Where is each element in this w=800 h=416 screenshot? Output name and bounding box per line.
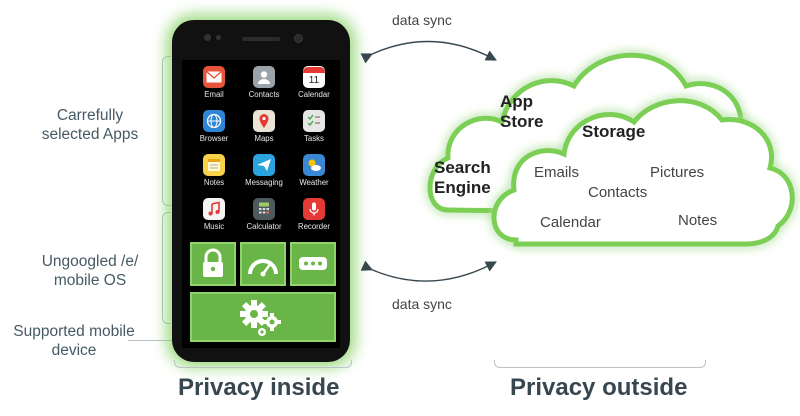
app-recorder[interactable]: Recorder: [292, 198, 336, 231]
device-label: Supported mobile device: [4, 322, 144, 360]
app-label: Recorder: [297, 222, 331, 231]
phone-top-bezel: [172, 20, 350, 58]
top-sync-arrow: [360, 40, 497, 64]
inside-underbrace: [174, 360, 352, 368]
apps-brace: [162, 56, 171, 206]
privacy-inside-text: Privacy inside: [178, 374, 340, 401]
calculator-icon: [253, 198, 275, 220]
emails-text: Emails: [534, 164, 580, 181]
bottom-sync-label: data sync: [392, 296, 452, 312]
search-engine-text: Search Engine: [434, 158, 491, 197]
app-maps[interactable]: Maps: [242, 110, 286, 143]
app-tasks[interactable]: Tasks: [292, 110, 336, 143]
search-engine-label: Search Engine: [434, 158, 498, 198]
calendar-label: Calendar: [540, 214, 601, 231]
outside-underbrace: [494, 360, 706, 368]
globe-icon: [203, 110, 225, 132]
lock-tile[interactable]: [190, 242, 236, 286]
os-brace: [162, 212, 171, 324]
bottom-sync-text: data sync: [392, 296, 452, 312]
weather-icon: [303, 154, 325, 176]
app-label: Browser: [199, 134, 229, 143]
app-label: Calendar: [298, 90, 330, 99]
bottom-sync-arrow: [360, 260, 497, 282]
music-note-icon: [203, 198, 225, 220]
app-store-text: App Store: [500, 92, 544, 131]
app-messaging[interactable]: Messaging: [242, 154, 286, 187]
email-icon: [203, 66, 225, 88]
padlock-icon: [203, 248, 223, 277]
storage-label: Storage: [582, 122, 645, 142]
apps-label-text: Carrefully selected Apps: [41, 107, 139, 143]
app-contacts[interactable]: Contacts: [242, 66, 286, 99]
app-weather[interactable]: Weather: [292, 154, 336, 187]
front-cloud: [491, 98, 795, 247]
app-label: Calculator: [246, 222, 282, 231]
privacy-inside-title: Privacy inside: [178, 374, 339, 402]
contacts-text: Contacts: [588, 184, 648, 201]
app-store-label: App Store: [500, 92, 550, 132]
checklist-icon: [303, 110, 325, 132]
storage-text: Storage: [582, 122, 646, 141]
privacy-outside-text: Privacy outside: [510, 374, 688, 401]
app-email[interactable]: Email: [192, 66, 236, 99]
cloud-group: App Store Search Engine Storage Emails P…: [418, 40, 800, 270]
front-camera-icon: [204, 34, 211, 41]
app-browser[interactable]: Browser: [192, 110, 236, 143]
device-pointer-line: [128, 340, 174, 341]
map-pin-icon: [253, 110, 275, 132]
top-sync-text: data sync: [392, 12, 452, 28]
app-label: Maps: [254, 134, 274, 143]
os-label-text: Ungoogled /e/ mobile OS: [41, 253, 139, 289]
microphone-icon: [303, 198, 325, 220]
calendar-text: Calendar: [540, 214, 601, 231]
notes-icon: [203, 154, 225, 176]
app-calculator[interactable]: Calculator: [242, 198, 286, 231]
app-label: Messaging: [245, 178, 283, 187]
os-label: Ungoogled /e/ mobile OS: [30, 252, 150, 290]
selfie-camera-icon: [294, 34, 303, 43]
speed-gauge-icon: [248, 259, 278, 277]
contacts-icon: [253, 66, 275, 88]
app-label: Tasks: [304, 134, 324, 143]
app-label: Notes: [203, 178, 225, 187]
app-label: Contacts: [248, 90, 280, 99]
sensor-icon: [216, 35, 221, 40]
password-tile[interactable]: [290, 242, 336, 286]
pictures-text: Pictures: [650, 164, 705, 181]
notes-text: Notes: [678, 212, 718, 229]
app-music[interactable]: Music: [192, 198, 236, 231]
paper-plane-icon: [253, 154, 275, 176]
app-label: Weather: [299, 178, 329, 187]
settings-tile[interactable]: [190, 292, 336, 342]
top-sync-label: data sync: [392, 12, 452, 28]
sync-arrows: [360, 40, 497, 282]
pictures-label: Pictures: [650, 164, 704, 181]
gauge-tile[interactable]: [240, 242, 286, 286]
gears-icon: [240, 300, 281, 336]
app-label: Email: [204, 90, 224, 99]
password-dots-icon: [299, 257, 327, 270]
app-label: Music: [203, 222, 225, 231]
device-label-text: Supported mobile device: [13, 323, 135, 359]
calendar-icon: 11: [303, 66, 325, 88]
notes-label: Notes: [678, 212, 717, 229]
privacy-outside-title: Privacy outside: [510, 374, 687, 402]
calendar-day: 11: [308, 74, 320, 86]
earpiece-speaker: [242, 37, 280, 41]
emails-label: Emails: [534, 164, 579, 181]
contacts-label: Contacts: [588, 184, 647, 201]
cloud-shapes: [427, 52, 795, 247]
app-notes[interactable]: Notes: [192, 154, 236, 187]
apps-label: Carrefully selected Apps: [26, 106, 154, 144]
